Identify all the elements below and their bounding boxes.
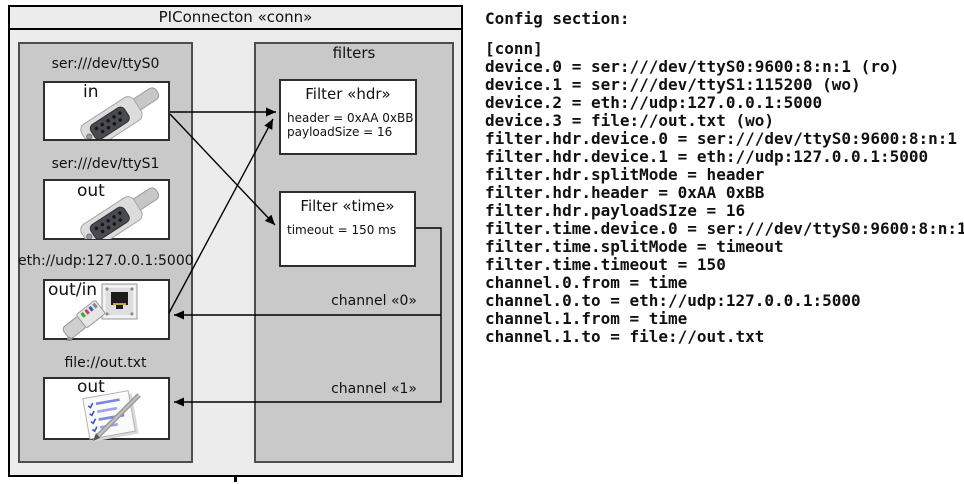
device-label-ttys1: ser:///dev/ttyS1 [51, 156, 160, 172]
ethernet-port-icon [101, 283, 138, 320]
device-direction: out [77, 377, 105, 397]
title-separator [8, 28, 463, 30]
bottom-tick-mark [234, 477, 237, 482]
filter-hdr-properties: header = 0xAA 0xBB payloadSize = 16 [287, 111, 414, 139]
device-box-ttys1: out [43, 179, 170, 240]
device-direction: out [77, 181, 105, 201]
diagram-title: PIConnecton «conn» [158, 8, 313, 26]
filter-time-properties: timeout = 150 ms [287, 223, 397, 237]
device-direction: in [83, 82, 99, 102]
device-box-eth: out/in [43, 279, 170, 341]
device-label-ttys0: ser:///dev/ttyS0 [51, 56, 160, 72]
config-section-body: [conn] device.0 = ser:///dev/ttyS0:9600:… [485, 39, 964, 346]
config-section-heading: Config section: [485, 9, 630, 28]
channel-0-label: channel «0» [331, 293, 417, 309]
device-direction: out/in [48, 280, 98, 300]
filter-hdr-title: Filter «hdr» [305, 85, 391, 103]
filter-time-title: Filter «time» [300, 197, 395, 215]
device-label-file: file://out.txt [64, 355, 147, 371]
device-box-file: out [43, 377, 170, 441]
filter-hdr-box: Filter «hdr» header = 0xAA 0xBB payloadS… [279, 79, 417, 155]
notepad-icon [82, 390, 141, 441]
filters-panel-label: filters [332, 44, 376, 62]
filter-time-box: Filter «time» timeout = 150 ms [279, 191, 416, 267]
ethernet-plug-icon [62, 300, 106, 341]
channel-1-label: channel «1» [331, 381, 417, 397]
device-box-ttys0: in [43, 81, 170, 141]
serial-connector-icon [80, 87, 160, 139]
serial-connector-icon [80, 187, 160, 239]
device-label-eth: eth://udp:127.0.0.1:5000 [18, 253, 194, 269]
